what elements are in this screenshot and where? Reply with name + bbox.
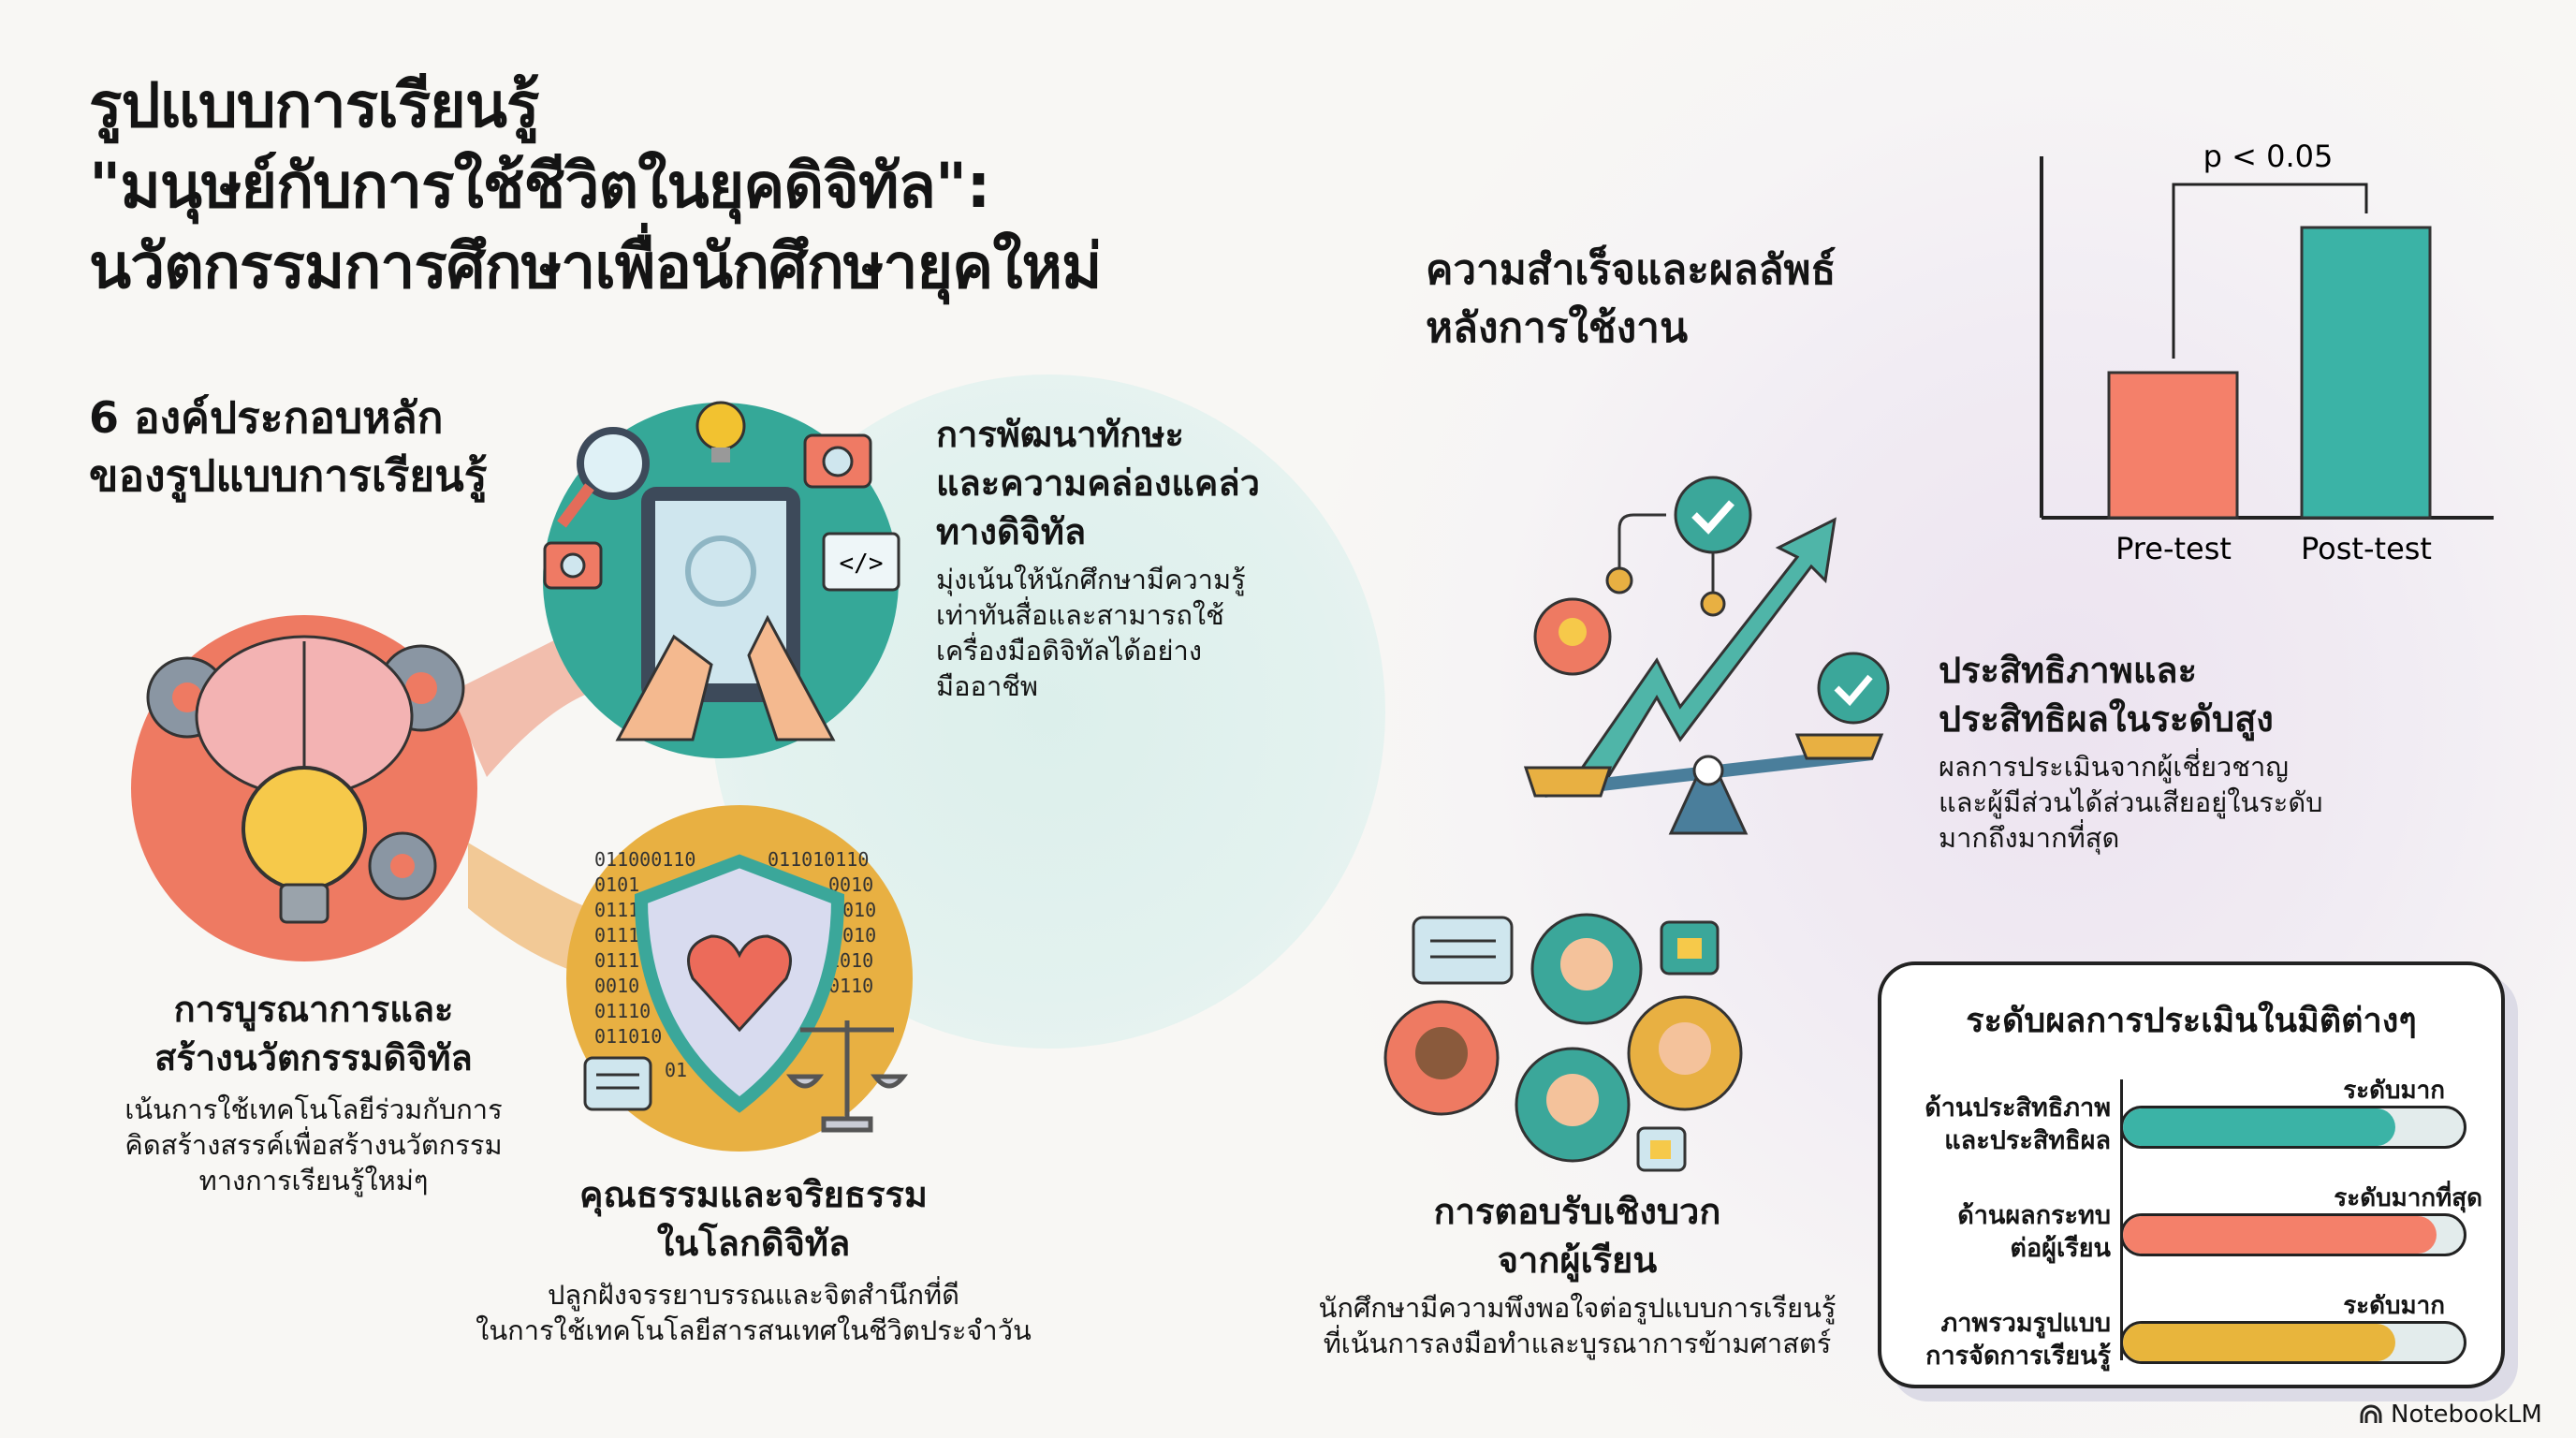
- rating-level: ระดับมาก: [2343, 1292, 2445, 1320]
- hands-icon: [615, 614, 836, 741]
- thumbs-up-icon: [1660, 920, 1720, 976]
- code-icon: </>: [822, 532, 900, 592]
- pre-post-bar-chart: p < 0.05 Pre-test Post-test: [2040, 139, 2494, 566]
- component-ethics: คุณธรรมและจริยธรรมในโลกดิจิทัล ปลูกฝังจร…: [476, 1174, 1032, 1346]
- svg-text:0110: 0110: [828, 975, 873, 997]
- component-digital-skills: การพัฒนาทักษะและความคล่องแคล่วทางดิจิทัล…: [936, 414, 1260, 702]
- components-heading: 6 องค์ประกอบหลัก ของรูปแบบการเรียนรู้: [89, 392, 488, 501]
- svg-text:01: 01: [665, 1059, 687, 1081]
- svg-text:010: 010: [842, 924, 876, 946]
- rating-row-label: ด้านผลกระทบต่อผู้เรียน: [1957, 1201, 2111, 1263]
- innovation-brain-illustration: [131, 615, 477, 961]
- svg-text:</>: </>: [840, 550, 884, 578]
- rating-level: ระดับมาก: [2343, 1077, 2445, 1105]
- rating-axis: [2120, 1079, 2123, 1360]
- chat-bubble-icon: [583, 1056, 652, 1111]
- balance-scale-icon: [1523, 733, 1884, 835]
- binary-text: 011000110 0101 0111 0111 0111 0010 01110…: [594, 848, 876, 1081]
- svg-text:010: 010: [842, 899, 876, 921]
- avatar-woman-right: [1627, 995, 1743, 1111]
- rating-progress-fill: [2123, 1324, 2396, 1361]
- result-feedback: การตอบรับเชิงบวกจากผู้เรียน นักศึกษามีคว…: [1318, 1191, 1837, 1359]
- result-efficiency: ประสิทธิภาพและประสิทธิผลในระดับสูง ผลการ…: [1939, 650, 2323, 854]
- rating-card-title: ระดับผลการประเมินในมิติต่างๆ: [1966, 1002, 2417, 1040]
- chat-bubble-icon: [1412, 916, 1514, 985]
- rating-level: ระดับมากที่สุด: [2334, 1184, 2482, 1212]
- ethics-shield-illustration: 011000110 0101 0111 0111 0111 0010 01110…: [566, 805, 913, 1152]
- lightbulb-icon: [242, 766, 367, 924]
- connector-shapes: [449, 637, 590, 974]
- component-innovation: การบูรณาการและสร้างนวัตกรรมดิจิทัล เน้นก…: [124, 989, 503, 1196]
- p-value-annotation: p < 0.05: [2203, 139, 2334, 174]
- growth-scale-illustration: [1523, 476, 1890, 835]
- rating-progress-bar: [2120, 1106, 2466, 1149]
- gear-icon-small: [368, 831, 437, 901]
- significance-bracket: [2172, 183, 2368, 359]
- rating-progress-fill: [2123, 1108, 2396, 1146]
- heart-icon: [687, 934, 792, 1033]
- svg-text:0010: 0010: [594, 975, 639, 997]
- bar-post-test: [2300, 226, 2432, 520]
- lightbulb-icon: [695, 401, 746, 462]
- svg-text:01110: 01110: [594, 1000, 651, 1022]
- growth-arrow-icon: [1570, 517, 1837, 784]
- camera-icon-left: [543, 541, 603, 590]
- learner-feedback-illustration: [1383, 913, 1743, 1172]
- x-tick-post-test: Post-test: [2301, 531, 2432, 566]
- digital-skills-illustration: </>: [543, 401, 900, 758]
- rating-row-label: ด้านประสิทธิภาพและประสิทธิผล: [1925, 1093, 2111, 1155]
- results-heading: ความสำเร็จและผลลัพธ์หลังการใช้งาน: [1426, 246, 1837, 352]
- svg-text:011000110: 011000110: [594, 848, 695, 871]
- notebooklm-icon: [2360, 1404, 2382, 1423]
- page-title: รูปแบบการเรียนรู้ "มนุษย์กับการใช้ชีวิตใ…: [89, 69, 1103, 302]
- brain-icon: [195, 635, 414, 798]
- rating-progress-fill: [2123, 1216, 2437, 1254]
- bar-pre-test: [2107, 371, 2239, 520]
- checkmark-icon-small: [1817, 652, 1890, 725]
- rating-progress-bar: [2120, 1213, 2466, 1256]
- notebooklm-logo: NotebookLM: [2359, 1401, 2542, 1429]
- avatar-man-center: [1515, 1047, 1631, 1163]
- svg-text:0111: 0111: [594, 899, 639, 921]
- svg-text:0111: 0111: [594, 924, 639, 946]
- scales-icon: [785, 1020, 909, 1133]
- rating-progress-bar: [2120, 1321, 2466, 1364]
- x-tick-pre-test: Pre-test: [2115, 531, 2232, 566]
- avatar-man-left: [1383, 1000, 1500, 1116]
- magnifier-icon: [557, 427, 650, 528]
- camera-icon: [803, 433, 872, 489]
- avatar-woman-top: [1530, 913, 1643, 1025]
- checkmark-icon: [1674, 476, 1752, 554]
- svg-text:011010: 011010: [594, 1025, 662, 1048]
- rating-card: ระดับผลการประเมินในมิติต่างๆ ด้านประสิทธ…: [1878, 961, 2505, 1388]
- svg-text:011010110: 011010110: [768, 848, 869, 871]
- rating-row-label: ภาพรวมรูปแบบการจัดการเรียนรู้: [1925, 1309, 2111, 1371]
- thumbs-up-icon-small: [1636, 1126, 1687, 1172]
- svg-text:0101: 0101: [594, 873, 639, 896]
- svg-text:0111: 0111: [594, 949, 639, 972]
